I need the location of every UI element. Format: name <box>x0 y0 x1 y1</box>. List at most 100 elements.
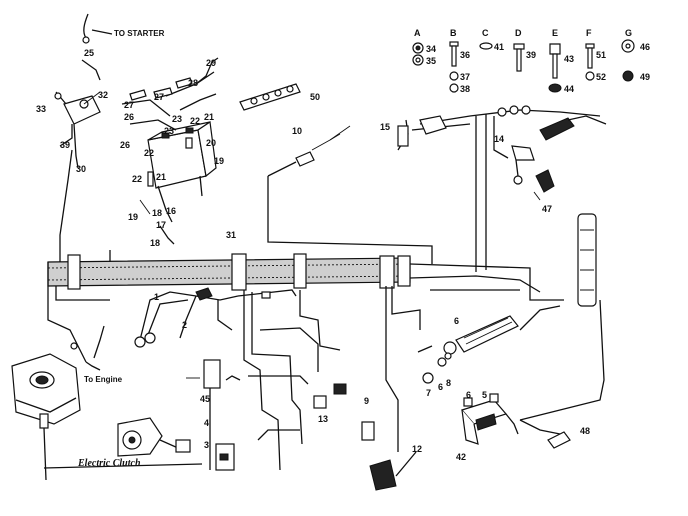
grip-right <box>577 213 597 307</box>
callout-36: 36 <box>460 50 470 60</box>
callout-1: 1 <box>154 292 159 302</box>
callout-15: 15 <box>380 122 390 132</box>
callout-37: 37 <box>460 72 470 82</box>
callout-49: 49 <box>640 72 650 82</box>
light-harness-2 <box>134 287 297 348</box>
callout-6c: 6 <box>466 390 471 400</box>
callout-12: 12 <box>412 444 422 454</box>
handlebar-wiring <box>397 105 607 272</box>
lower-center-wiring <box>209 286 421 471</box>
callout-41: 41 <box>494 42 504 52</box>
engine-wire-1 <box>70 325 105 371</box>
electric-clutch <box>43 417 203 469</box>
callout-33: 33 <box>36 104 46 114</box>
hardware-letter-e: E <box>552 28 558 38</box>
callout-39b: 39 <box>526 50 536 60</box>
callout-6b: 6 <box>438 382 443 392</box>
callout-22a: 22 <box>190 116 200 126</box>
hardware-column-g <box>621 39 635 82</box>
callout-28: 28 <box>188 78 198 88</box>
callout-30: 30 <box>76 164 86 174</box>
hardware-letter-g: G <box>625 28 632 38</box>
callout-46: 46 <box>640 42 650 52</box>
hardware-letter-b: B <box>450 28 457 38</box>
note-to-engine: To Engine <box>84 375 123 384</box>
main-wire-harness <box>47 149 411 363</box>
callout-4: 4 <box>204 418 209 428</box>
note-to-starter: TO STARTER <box>114 29 165 38</box>
callout-9: 9 <box>364 396 369 406</box>
key-switch-assembly <box>417 305 561 384</box>
solenoid-assembly-32 <box>54 91 101 147</box>
cable-hardware-27 <box>129 77 193 101</box>
callout-22c: 22 <box>132 174 142 184</box>
callout-27b: 27 <box>154 92 164 102</box>
hardware-letter-c: C <box>482 28 489 38</box>
callout-19b: 19 <box>128 212 138 222</box>
callout-27a: 27 <box>124 100 134 110</box>
callout-5: 5 <box>482 390 487 400</box>
connector-13 <box>313 395 327 409</box>
callout-26a: 26 <box>124 112 134 122</box>
callout-50: 50 <box>310 92 320 102</box>
callout-42: 42 <box>456 452 466 462</box>
callout-13: 13 <box>318 414 328 424</box>
callout-23a: 23 <box>172 114 182 124</box>
callout-14: 14 <box>494 134 504 144</box>
callout-35: 35 <box>426 56 436 66</box>
hardware-column-e <box>548 43 562 93</box>
callout-6a: 6 <box>454 316 459 326</box>
callout-18b: 18 <box>150 238 160 248</box>
hardware-letter-a: A <box>414 28 421 38</box>
starter-wire-25 <box>81 13 113 81</box>
right-harness <box>409 263 605 421</box>
callout-34: 34 <box>426 44 436 54</box>
hardware-column-d <box>513 43 525 72</box>
callout-8: 8 <box>446 378 451 388</box>
callout-17: 17 <box>156 220 166 230</box>
callout-39: 39 <box>60 140 70 150</box>
callout-31: 31 <box>226 230 236 240</box>
callout-26b: 26 <box>120 140 130 150</box>
callout-18a: 18 <box>152 208 162 218</box>
callout-16: 16 <box>166 206 176 216</box>
hardware-column-f <box>585 43 595 81</box>
hardware-column-a <box>412 42 424 66</box>
callout-20: 20 <box>206 138 216 148</box>
callout-48: 48 <box>580 426 590 436</box>
bracket-50 <box>239 83 301 111</box>
callout-43: 43 <box>564 54 574 64</box>
switch-3 <box>215 443 235 471</box>
wire-48 <box>519 419 571 449</box>
hardware-column-b <box>449 41 459 93</box>
callout-44: 44 <box>564 84 574 94</box>
relay-45 <box>186 359 221 389</box>
switch-14 <box>511 145 535 185</box>
module-12 <box>369 451 417 491</box>
callout-51: 51 <box>596 50 606 60</box>
note-electric-clutch: Electric Clutch <box>77 458 141 469</box>
callout-23b: 23 <box>164 126 174 136</box>
callout-38: 38 <box>460 84 470 94</box>
hardware-letter-f: F <box>586 28 592 38</box>
hardware-letter-d: D <box>515 28 522 38</box>
callout-3: 3 <box>204 440 209 450</box>
callout-45: 45 <box>200 394 210 404</box>
callout-2: 2 <box>182 320 187 330</box>
callout-22b: 22 <box>144 148 154 158</box>
bracket-42 <box>460 393 519 445</box>
callout-25: 25 <box>84 48 94 58</box>
callout-7: 7 <box>426 388 431 398</box>
callout-29: 29 <box>206 58 216 68</box>
callout-52: 52 <box>596 72 606 82</box>
switch-47 <box>533 169 555 201</box>
engine-block <box>11 353 81 481</box>
callout-21b: 21 <box>156 172 166 182</box>
callout-10: 10 <box>292 126 302 136</box>
battery-cables <box>121 57 219 245</box>
callout-19a: 19 <box>214 156 224 166</box>
ignition-wire-10 <box>267 125 433 264</box>
component-9 <box>361 421 375 441</box>
